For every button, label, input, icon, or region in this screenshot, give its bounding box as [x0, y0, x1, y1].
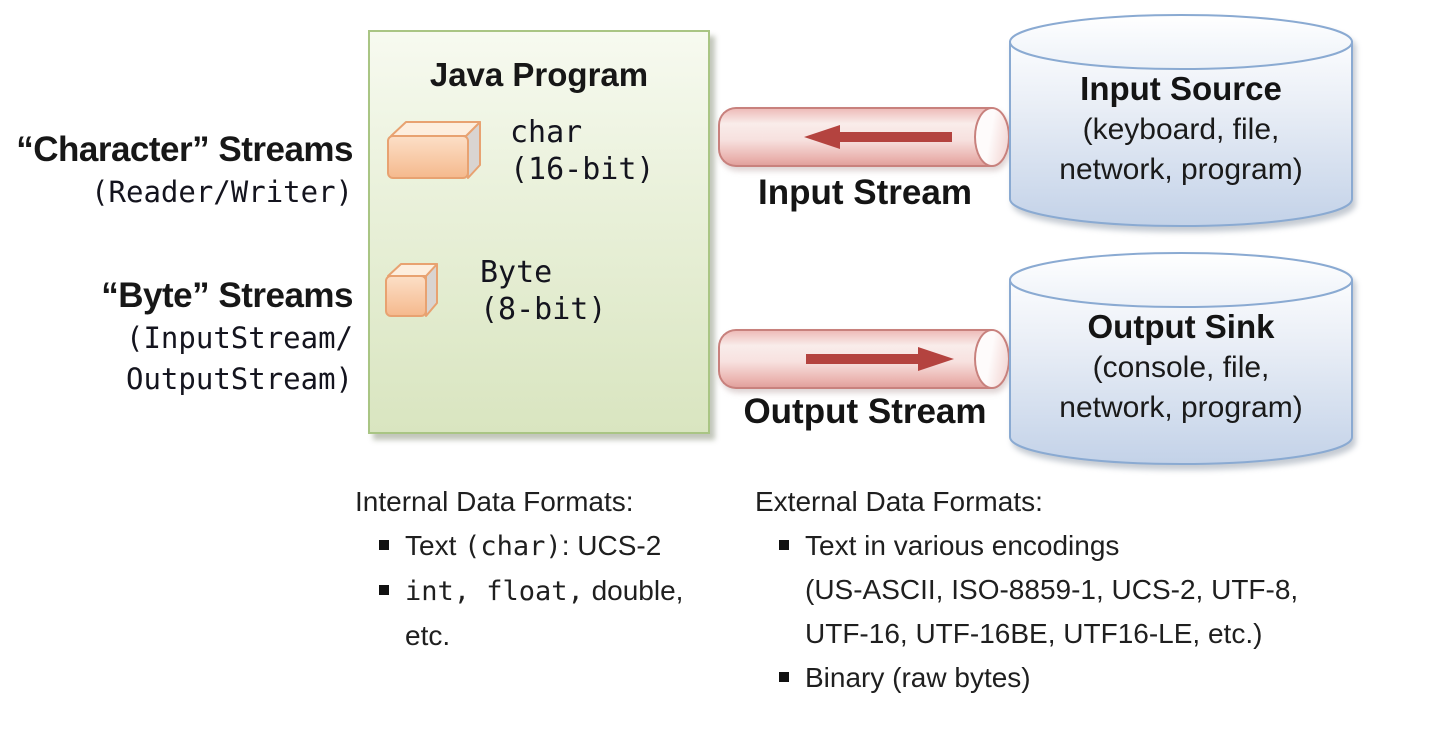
- byte-streams-classes-line2: OutputStream): [126, 362, 353, 396]
- input-source-detail-line1: (keyboard, file,: [1082, 113, 1280, 146]
- output-stream-label: Output Stream: [743, 392, 987, 431]
- bullet-square-icon: [379, 540, 389, 550]
- arrow-left-icon: [804, 125, 952, 149]
- byte-streams-classes-line1: (InputStream/: [126, 321, 353, 355]
- internal-format-item-text: Text (char): UCS-2: [355, 524, 725, 569]
- external-formats-heading: External Data Formats:: [755, 486, 1043, 517]
- character-streams-classes: (Reader/Writer): [91, 175, 353, 209]
- output-sink-text: Output Sink (console, file, network, pro…: [1008, 306, 1354, 428]
- input-source-text: Input Source (keyboard, file, network, p…: [1008, 68, 1354, 190]
- character-streams-title: “Character” Streams: [16, 130, 353, 169]
- byte-streams-title: “Byte” Streams: [101, 276, 353, 315]
- external-data-formats: External Data Formats: Text in various e…: [755, 480, 1395, 700]
- output-stream-pipe: [718, 329, 1010, 389]
- arrow-right-icon: [806, 347, 954, 371]
- external-format-item-binary: Binary (raw bytes): [755, 656, 1395, 700]
- java-program-box: Java Program char (16-bit): [368, 30, 710, 434]
- output-sink-title: Output Sink: [1087, 308, 1275, 345]
- byte-data-item: Byte (8-bit): [384, 254, 606, 328]
- bullet-square-icon: [379, 585, 389, 595]
- bullet-square-icon: [779, 672, 789, 682]
- output-sink-detail-line1: (console, file,: [1092, 351, 1270, 384]
- char-item-label: char (16-bit): [510, 115, 655, 187]
- pipe-opening: [974, 107, 1010, 167]
- byte-item-label: Byte (8-bit): [480, 255, 607, 327]
- pipe-opening: [974, 329, 1010, 389]
- char-box-3d-icon: [387, 121, 481, 179]
- internal-formats-heading: Internal Data Formats:: [355, 486, 634, 517]
- cylinder-icon: [1009, 14, 1353, 227]
- character-streams-label: “Character” Streams (Reader/Writer): [0, 128, 353, 213]
- byte-streams-label: “Byte” Streams (InputStream/ OutputStrea…: [0, 274, 353, 400]
- input-source-cylinder: Input Source (keyboard, file, network, p…: [1008, 12, 1354, 230]
- bullet-square-icon: [779, 540, 789, 550]
- byte-box-3d-icon: [385, 263, 438, 317]
- input-source-detail-line2: network, program): [1059, 153, 1303, 186]
- char-data-item: char (16-bit): [386, 114, 655, 188]
- internal-format-item-numeric: int, float, double,etc.: [355, 569, 725, 658]
- input-source-title: Input Source: [1080, 70, 1282, 107]
- internal-data-formats: Internal Data Formats: Text (char): UCS-…: [355, 480, 725, 658]
- external-format-item-text: Text in various encodings (US-ASCII, ISO…: [755, 524, 1395, 656]
- input-stream-label: Input Stream: [758, 173, 972, 212]
- input-stream-pipe: [718, 107, 1010, 167]
- cylinder-icon: [1009, 252, 1353, 465]
- output-sink-cylinder: Output Sink (console, file, network, pro…: [1008, 250, 1354, 468]
- output-sink-detail-line2: network, program): [1059, 391, 1303, 424]
- java-program-title: Java Program: [429, 56, 649, 93]
